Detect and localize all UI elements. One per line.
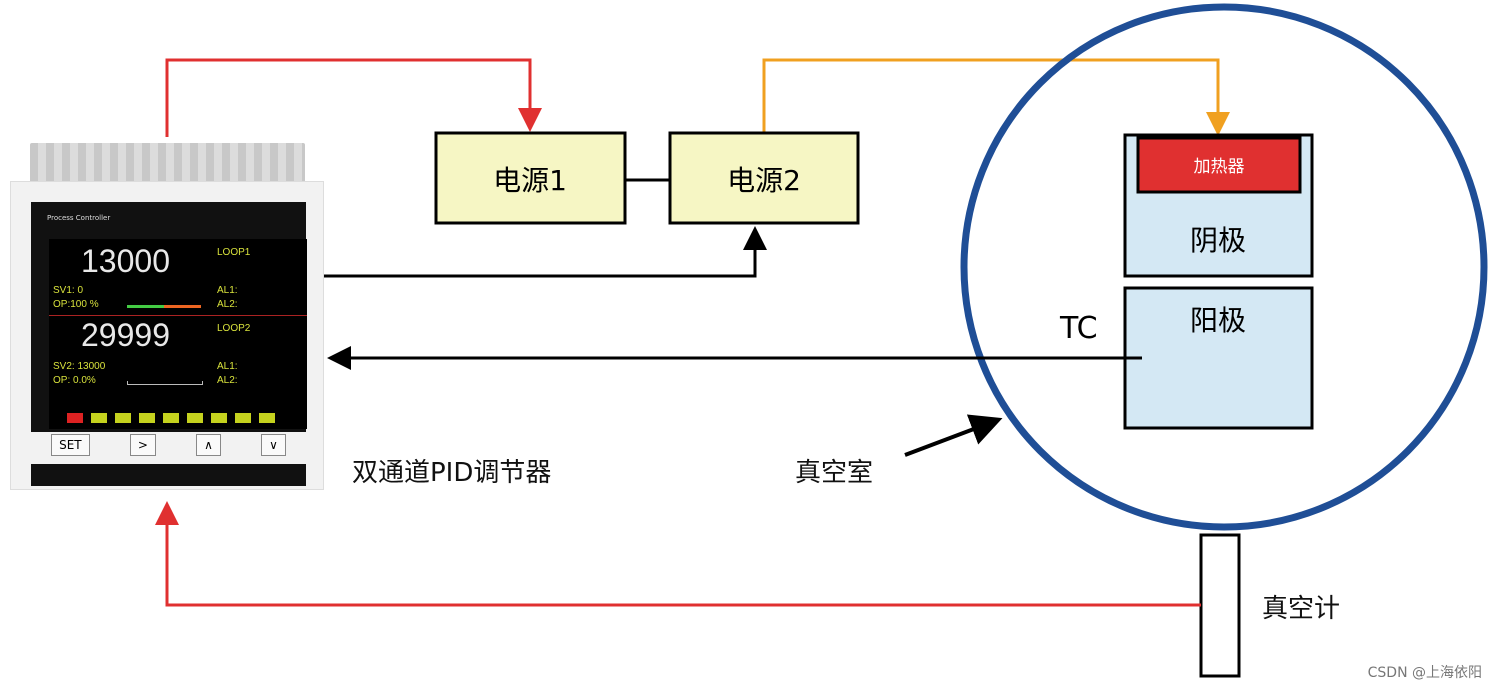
anode-label: 阳极 — [1190, 304, 1246, 337]
down-button[interactable]: ∨ — [261, 434, 286, 456]
cathode-label: 阴极 — [1190, 224, 1246, 257]
op2-bar — [127, 381, 203, 385]
al2: AL2: — [217, 299, 238, 310]
shift-button[interactable]: > — [129, 434, 156, 456]
power1-box — [434, 131, 627, 225]
gauge-signal-line — [155, 501, 1201, 607]
op1-bar — [127, 305, 201, 308]
heater-box — [1136, 136, 1302, 194]
loop1: LOOP1 — [217, 247, 251, 258]
control-signal-2 — [323, 226, 767, 278]
al2-loop2: AL2: — [217, 375, 238, 386]
heater-power-line — [762, 58, 1230, 136]
status-leds — [67, 413, 275, 423]
chamber-pointer — [904, 414, 1003, 457]
loop2: LOOP2 — [217, 323, 251, 334]
pv1: 13000 — [81, 243, 170, 279]
controller-label: 双通道PID调节器 — [352, 458, 552, 488]
sv2: SV2: 13000 — [53, 361, 106, 372]
al1-loop2: AL1: — [217, 361, 238, 372]
watermark: CSDN @上海依阳 — [1367, 665, 1482, 681]
op1: OP:100 % — [53, 299, 99, 310]
controller-vent — [30, 143, 305, 183]
control-signal-line — [165, 58, 542, 137]
power2-label: 电源2 — [727, 164, 801, 197]
al1: AL1: — [217, 285, 238, 296]
vacuum-gauge — [1199, 533, 1241, 678]
power2-box — [668, 131, 860, 225]
power1-label: 电源1 — [493, 164, 567, 197]
heater-label: 加热器 — [1194, 157, 1245, 177]
pv2: 29999 — [81, 317, 170, 353]
controller-brand: Process Controller — [47, 214, 111, 222]
sv1: SV1: 0 — [53, 285, 84, 296]
up-button[interactable]: ∧ — [196, 434, 221, 456]
set-button[interactable]: SET — [51, 434, 90, 456]
vacuum-chamber — [960, 3, 1488, 531]
controller-screen: 13000 LOOP1 SV1: 0 AL1: OP:100 % AL2: 29… — [49, 239, 307, 429]
op2: OP: 0.0% — [53, 375, 96, 386]
chamber-label: 真空室 — [795, 458, 874, 488]
tc-label: TC — [1059, 311, 1098, 346]
gauge-label: 真空计 — [1262, 594, 1341, 624]
pid-controller: Process Controller 13000 LOOP1 SV1: 0 AL… — [10, 143, 324, 490]
